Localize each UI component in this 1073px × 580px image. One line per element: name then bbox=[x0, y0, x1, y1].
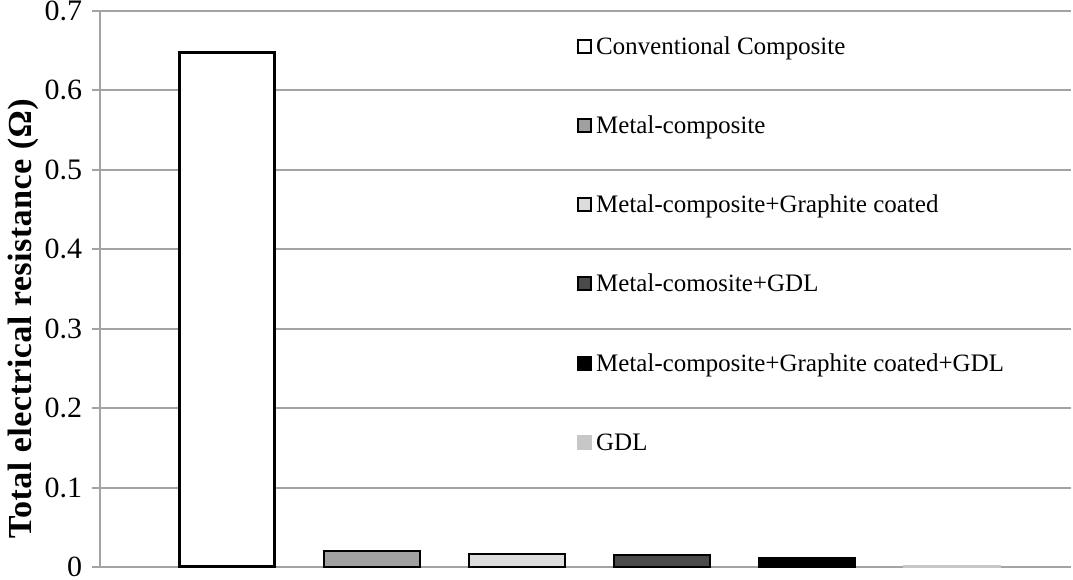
bar-3 bbox=[468, 552, 566, 568]
gridline bbox=[100, 89, 1071, 92]
y-axis-title: Total electrical resistance (Ω) bbox=[2, 97, 39, 539]
legend-swatch bbox=[577, 355, 592, 371]
legend-item: Metal-composite+Graphite coated+GDL bbox=[577, 348, 1004, 378]
y-axis-tick-label: 0.2 bbox=[44, 391, 83, 425]
y-axis-tick-label: 0.7 bbox=[44, 0, 83, 27]
y-axis-tick-mark bbox=[92, 168, 101, 171]
legend-swatch bbox=[577, 117, 592, 133]
y-axis-tick-mark bbox=[92, 486, 101, 489]
gridline bbox=[100, 566, 1071, 568]
legend-item: Metal-composite+Graphite coated bbox=[577, 190, 938, 220]
gridline bbox=[100, 486, 1071, 489]
legend-label: GDL bbox=[596, 429, 648, 456]
y-axis-tick-mark bbox=[92, 566, 101, 568]
legend-label: Metal-comosite+GDL bbox=[596, 270, 819, 298]
legend-label: Metal-composite+Graphite coated+GDL bbox=[596, 349, 1004, 377]
y-axis-tick-label: 0.6 bbox=[44, 73, 83, 107]
legend-swatch bbox=[577, 197, 592, 213]
bar-5 bbox=[758, 556, 856, 568]
legend-label: Conventional Composite bbox=[596, 32, 846, 60]
bar-2 bbox=[323, 550, 421, 568]
bar-6 bbox=[903, 565, 1001, 568]
legend-swatch bbox=[577, 435, 592, 450]
gridline bbox=[100, 327, 1071, 330]
legend-swatch bbox=[577, 38, 592, 54]
legend-label: Metal-composite bbox=[596, 111, 766, 139]
y-axis-tick-mark bbox=[92, 10, 101, 12]
gridline bbox=[100, 10, 1071, 12]
y-axis-tick-mark bbox=[92, 248, 101, 251]
legend-item: Metal-composite bbox=[577, 110, 765, 140]
y-axis-tick-label: 0.1 bbox=[44, 470, 83, 504]
y-axis-tick-label: 0 bbox=[67, 550, 82, 580]
legend-item: Metal-comosite+GDL bbox=[577, 269, 818, 299]
y-axis-tick-mark bbox=[92, 407, 101, 410]
y-axis-tick-label: 0.4 bbox=[44, 232, 83, 266]
y-axis-tick-mark bbox=[92, 89, 101, 92]
gridline bbox=[100, 248, 1071, 251]
y-axis-tick-label: 0.3 bbox=[44, 311, 83, 345]
y-axis-line bbox=[99, 10, 101, 568]
bar-1 bbox=[178, 50, 276, 568]
legend-item: GDL bbox=[577, 428, 647, 458]
y-axis-tick-mark bbox=[92, 327, 101, 330]
gridline bbox=[100, 407, 1071, 410]
legend-label: Metal-composite+Graphite coated bbox=[596, 191, 939, 219]
legend-swatch bbox=[577, 276, 592, 292]
legend-item: Conventional Composite bbox=[577, 31, 845, 61]
y-axis-tick-label: 0.5 bbox=[44, 152, 83, 186]
plot-area bbox=[92, 0, 1073, 580]
bar-4 bbox=[613, 554, 711, 568]
gridline bbox=[100, 168, 1071, 171]
